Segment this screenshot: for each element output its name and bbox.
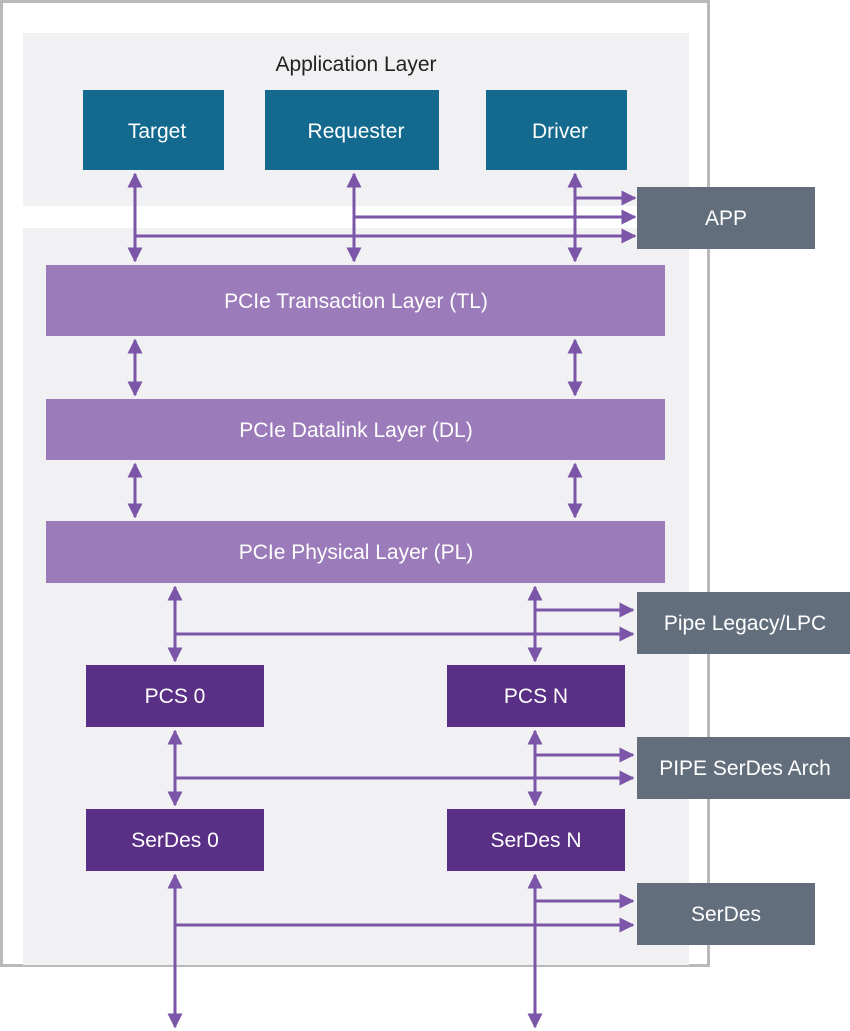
serdes-n-box — [447, 809, 625, 871]
serdes-0-box — [86, 809, 264, 871]
physical-layer: PCIe Physical Layer (PL) — [46, 521, 665, 583]
application-layer-title: Application Layer — [275, 53, 436, 76]
serdes-n: SerDes N — [447, 809, 625, 871]
transaction-layer-box — [46, 265, 665, 336]
serdes-n-label: SerDes N — [490, 829, 581, 852]
app-block-requester-box — [265, 90, 439, 170]
datalink-layer: PCIe Datalink Layer (DL) — [46, 399, 665, 460]
datalink-layer-label: PCIe Datalink Layer (DL) — [239, 419, 472, 442]
pcs-n: PCS N — [447, 665, 625, 727]
connectors — [127, 172, 637, 1029]
app-block-requester: Requester — [265, 90, 439, 170]
interface-pipe-serdes-label: PIPE SerDes Arch — [659, 757, 831, 780]
transaction-layer: PCIe Transaction Layer (TL) — [46, 265, 665, 336]
pcs-0: PCS 0 — [86, 665, 264, 727]
interface-pipe-legacy-label: Pipe Legacy/LPC — [664, 612, 826, 635]
datalink-layer-box — [46, 399, 665, 460]
app-block-target: Target — [83, 90, 224, 170]
interface-pipe-legacy: Pipe Legacy/LPC — [637, 592, 850, 654]
app-block-requester-label: Requester — [308, 120, 405, 143]
interface-pipe-legacy-box — [637, 592, 850, 654]
interface-pipe-serdes-box — [637, 737, 850, 799]
interface-serdes-box — [637, 883, 815, 945]
interface-app-box — [637, 187, 815, 249]
physical-layer-box — [46, 521, 665, 583]
app-block-target-label: Target — [128, 120, 187, 143]
interface-app-label: APP — [705, 207, 747, 230]
interface-serdes: SerDes — [637, 883, 815, 945]
interface-pipe-serdes: PIPE SerDes Arch — [637, 737, 850, 799]
interface-serdes-label: SerDes — [691, 903, 761, 926]
serdes-0: SerDes 0 — [86, 809, 264, 871]
transaction-layer-label: PCIe Transaction Layer (TL) — [224, 290, 488, 313]
pcs-0-box — [86, 665, 264, 727]
serdes-0-label: SerDes 0 — [131, 829, 219, 852]
app-block-driver-box — [486, 90, 627, 170]
app-block-driver: Driver — [486, 90, 627, 170]
app-block-driver-label: Driver — [532, 120, 588, 143]
physical-layer-label: PCIe Physical Layer (PL) — [239, 541, 474, 564]
interface-app: APP — [637, 187, 815, 249]
pcs-n-label: PCS N — [504, 685, 568, 708]
pcs-0-label: PCS 0 — [145, 685, 206, 708]
pcs-n-box — [447, 665, 625, 727]
app-block-target-box — [83, 90, 224, 170]
